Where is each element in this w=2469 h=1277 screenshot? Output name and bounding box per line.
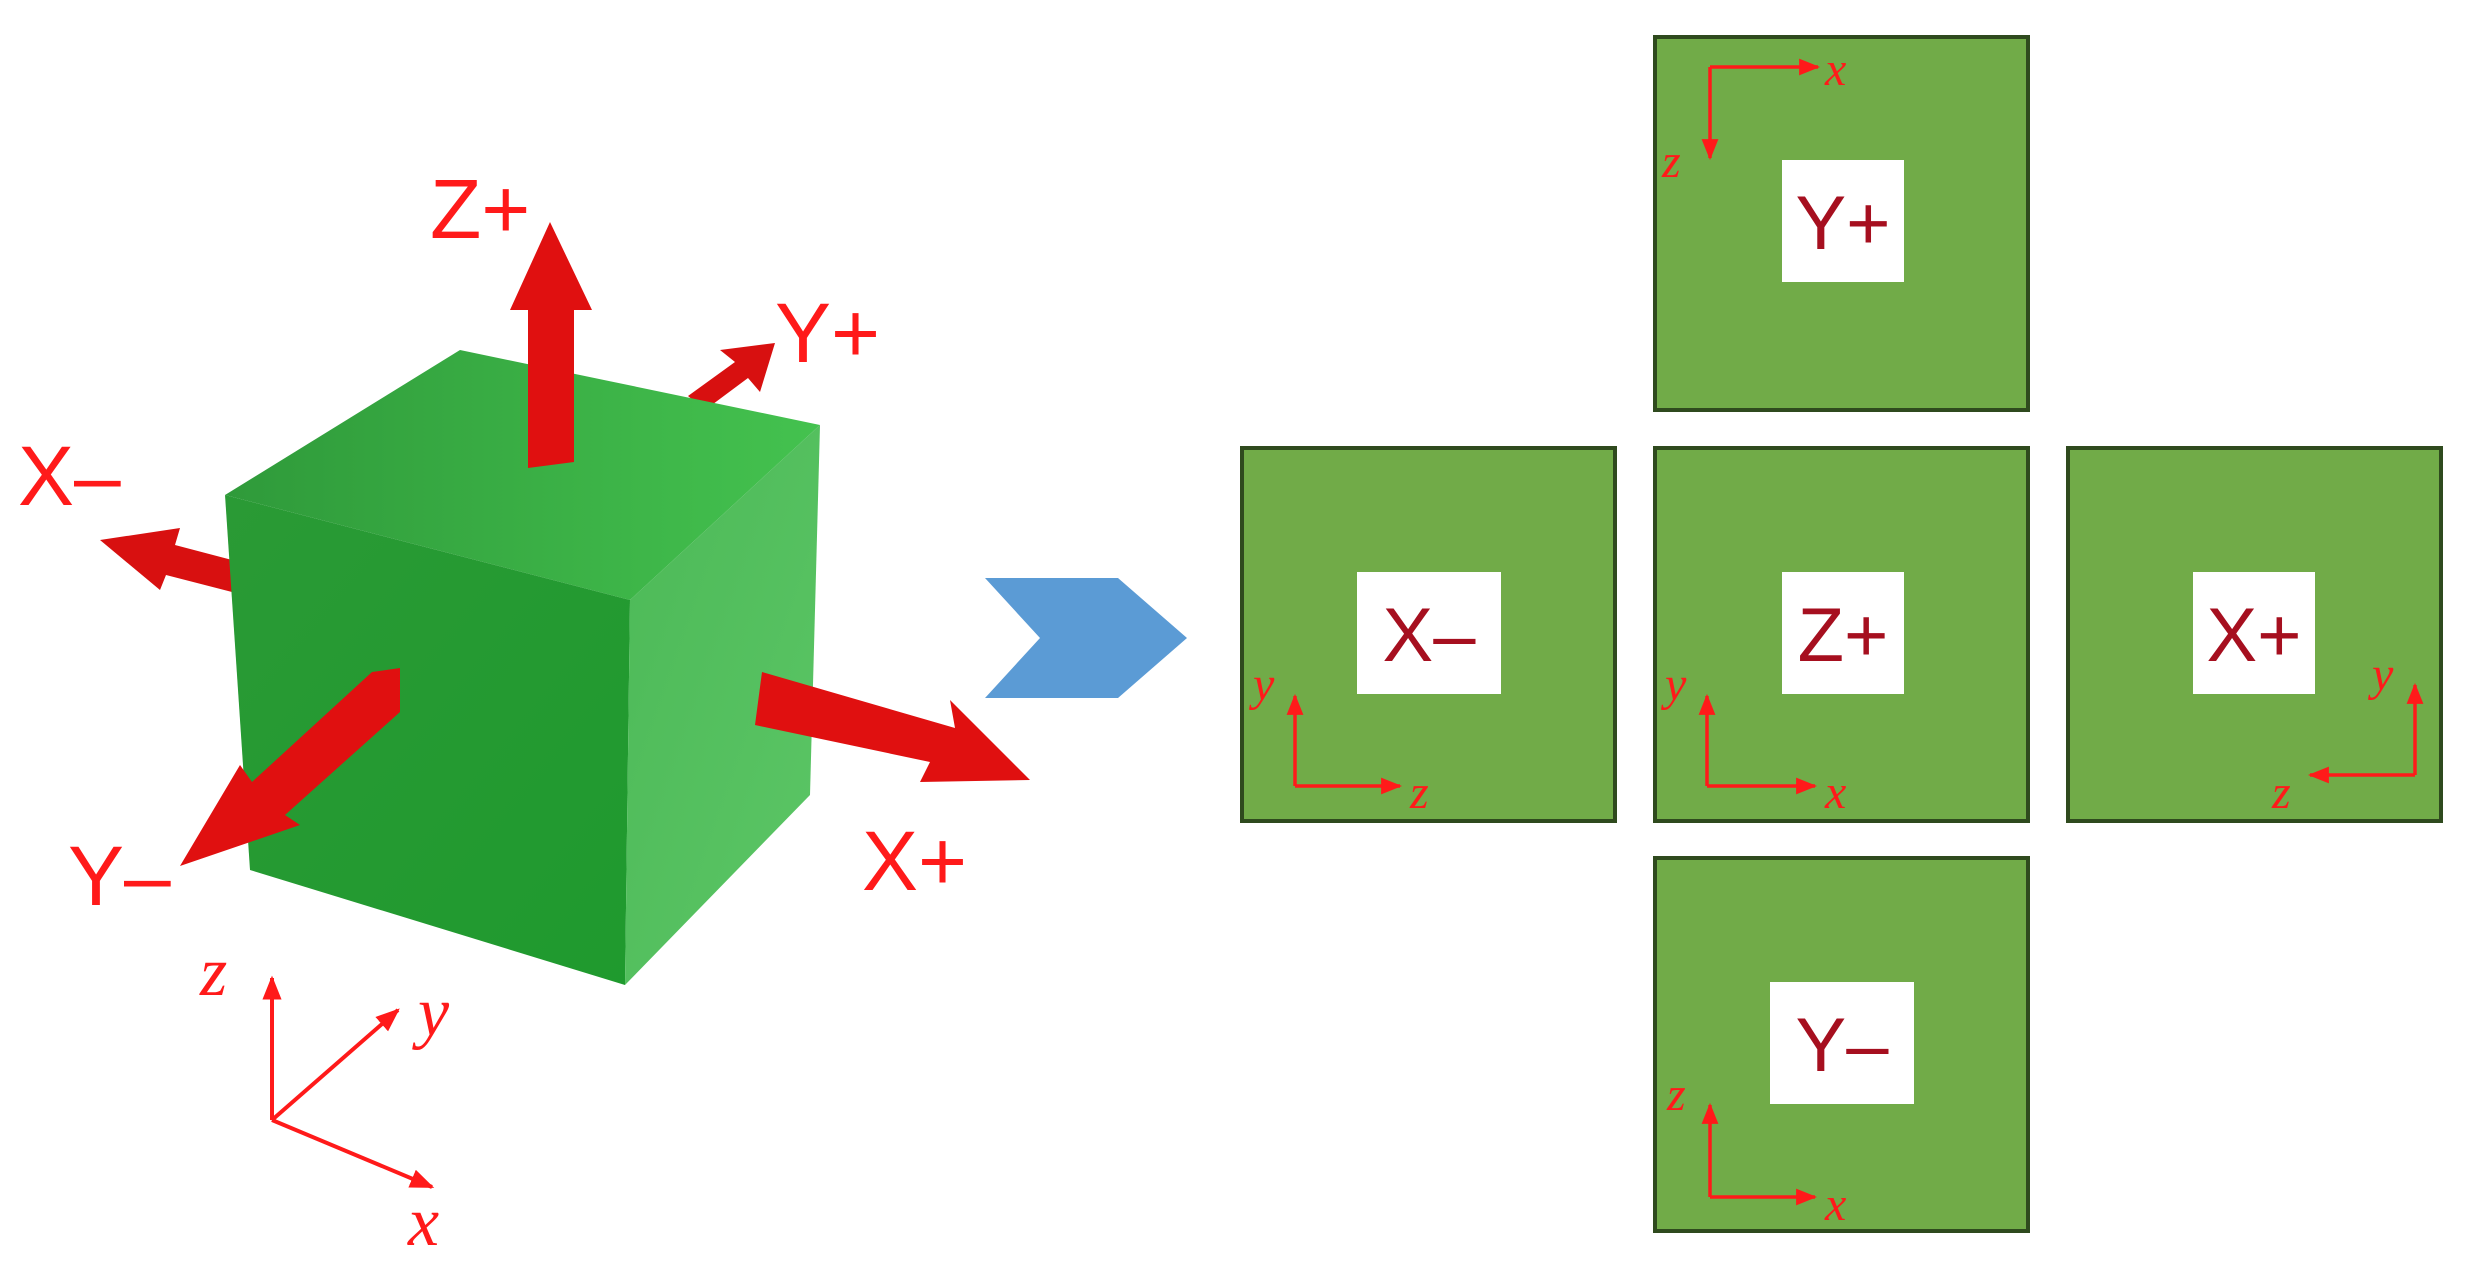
face-y-plus-v-label: z — [1661, 135, 1681, 188]
face-x-minus: X– y z — [1240, 446, 1617, 823]
axis-z-label: z — [199, 934, 227, 1011]
arrow-y-minus — [180, 668, 400, 866]
face-y-minus: Y– z x — [1653, 856, 2030, 1233]
face-x-plus-h-label: z — [2271, 766, 2291, 819]
face-y-minus-label: Y– — [1796, 1003, 1890, 1088]
face-x-plus-label-box — [2193, 572, 2315, 694]
face-z-plus-v-label: y — [1660, 658, 1687, 711]
arrow-x-minus — [100, 528, 232, 592]
face-x-plus: X+ y z — [2066, 446, 2443, 823]
transition-arrow — [985, 578, 1187, 698]
face-y-plus-panel — [1653, 35, 2030, 412]
arrow-z-plus — [510, 222, 592, 468]
label-y-plus: Y+ — [775, 286, 880, 380]
face-z-plus-label: Z+ — [1798, 593, 1889, 678]
label-z-plus: Z+ — [430, 162, 530, 256]
face-y-plus-label: Y+ — [1795, 181, 1890, 266]
axis-x-label: x — [407, 1184, 439, 1261]
cube-front-face — [225, 495, 630, 985]
face-x-minus-h-label: z — [1409, 766, 1429, 819]
face-z-plus-label-box — [1782, 572, 1904, 694]
unfolded-faces: Y+ x z X– y z Z+ y x — [1240, 35, 2443, 1233]
face-x-minus-label-box — [1357, 572, 1501, 694]
face-y-plus-label-box — [1782, 160, 1904, 282]
face-x-minus-v-label: y — [1248, 658, 1275, 711]
face-y-minus-v-label: z — [1666, 1068, 1686, 1121]
face-x-minus-label: X– — [1383, 593, 1477, 678]
face-y-plus-h-label: x — [1824, 43, 1846, 96]
face-x-plus-label: X+ — [2206, 593, 2301, 678]
cube-group: Z+ Y+ X– X+ Y– — [18, 162, 1030, 985]
face-y-minus-h-label: x — [1824, 1178, 1846, 1231]
arrow-x-plus — [755, 672, 1030, 782]
label-y-minus: Y– — [68, 829, 171, 923]
face-y-minus-label-box — [1770, 982, 1914, 1104]
arrow-y-plus — [688, 343, 775, 410]
axis-y-line — [270, 1008, 400, 1122]
label-x-minus: X– — [18, 429, 121, 523]
face-x-plus-v-label: y — [2367, 648, 2394, 701]
coordinate-axes: z y x — [199, 934, 450, 1261]
label-x-plus: X+ — [862, 814, 967, 908]
cube-side-face — [625, 425, 820, 985]
axis-y-label: y — [412, 974, 450, 1051]
face-z-plus-h-label: x — [1824, 766, 1846, 819]
cube-top-face — [225, 350, 820, 600]
face-y-plus: Y+ x z — [1653, 35, 2030, 412]
axis-x-line — [271, 1118, 435, 1189]
face-z-plus: Z+ y x — [1653, 446, 2030, 823]
